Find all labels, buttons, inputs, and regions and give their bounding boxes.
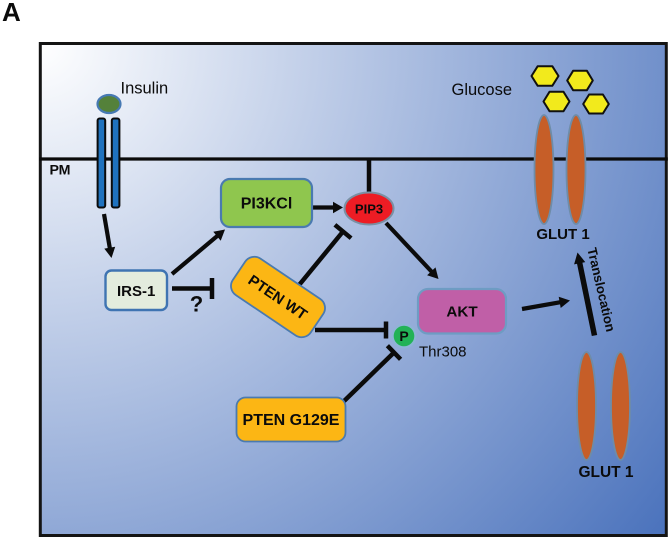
svg-text:?: ? <box>190 292 203 317</box>
svg-text:GLUT 1: GLUT 1 <box>578 464 633 481</box>
svg-text:GLUT 1: GLUT 1 <box>536 226 589 243</box>
svg-text:P: P <box>399 328 408 344</box>
svg-text:PTEN G129E: PTEN G129E <box>243 412 340 429</box>
svg-text:Thr308: Thr308 <box>419 344 467 361</box>
svg-text:A: A <box>2 0 21 27</box>
svg-text:Insulin: Insulin <box>121 80 169 98</box>
svg-text:PI3KCl: PI3KCl <box>241 196 293 213</box>
svg-text:Glucose: Glucose <box>452 81 513 99</box>
svg-text:PM: PM <box>50 163 71 179</box>
svg-text:PIP3: PIP3 <box>355 202 383 217</box>
svg-text:IRS-1: IRS-1 <box>117 283 155 300</box>
svg-text:AKT: AKT <box>446 304 478 321</box>
